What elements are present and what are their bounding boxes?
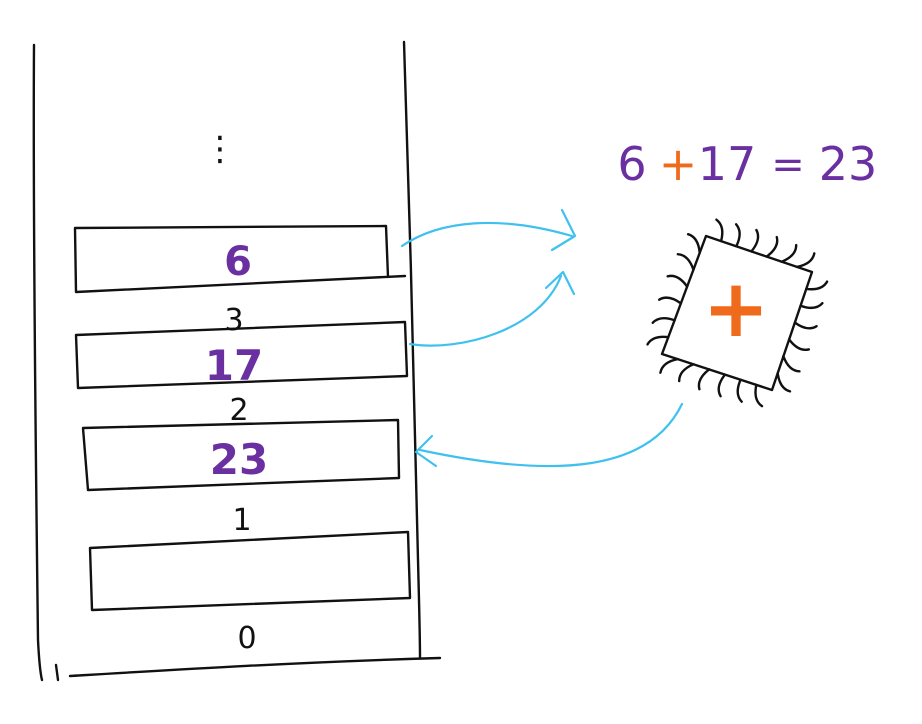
memory-inner-left-wall <box>54 663 60 682</box>
address-label: 1 <box>232 503 251 538</box>
ellipsis-label: ⋮ <box>203 129 237 169</box>
chip-pin <box>750 228 760 253</box>
chip-pin <box>697 368 711 391</box>
memory-cell-1: 23 <box>81 418 401 492</box>
cpu-chip-icon: + <box>646 218 829 408</box>
equation-result: 23 <box>819 137 878 191</box>
arrowhead-load-a <box>550 208 577 252</box>
chip-pin <box>765 235 779 258</box>
chip-pin <box>658 296 683 305</box>
chip-pin <box>776 371 792 393</box>
equation-operand-b: 17 <box>698 137 757 191</box>
chip-pin <box>686 233 701 255</box>
arrow-store-result <box>418 402 684 468</box>
chip-body <box>660 234 814 392</box>
chip-pin <box>734 223 741 248</box>
chip-pin <box>799 302 824 310</box>
chip-pin <box>787 338 810 352</box>
chip-pin <box>805 280 829 291</box>
address-labels: 3 2 1 0 <box>224 303 256 656</box>
chip-pin <box>795 252 816 269</box>
cell-box <box>88 530 412 612</box>
chip-pin <box>754 383 764 408</box>
memory-cell-3: 6 <box>73 224 407 294</box>
chip-pin <box>646 335 670 346</box>
arrow-load-a <box>400 221 574 248</box>
chip-pin <box>677 363 695 383</box>
cell-value: 6 <box>224 239 252 285</box>
address-label: 0 <box>237 621 256 656</box>
address-label: 3 <box>224 303 243 338</box>
chip-pin <box>715 218 724 243</box>
data-flow-arrows <box>400 208 684 468</box>
chip-pin <box>780 243 798 263</box>
cell-box <box>73 224 407 294</box>
cell-box <box>74 320 409 390</box>
arrowhead-load-b <box>544 270 576 296</box>
equation-equals: = <box>771 142 805 188</box>
equation-operator: + <box>659 137 698 191</box>
chip-pin <box>666 274 689 288</box>
address-label: 2 <box>229 393 248 428</box>
memory-left-wall <box>32 43 44 682</box>
memory-cell-2: 17 <box>74 320 409 390</box>
chip-pins <box>646 218 829 408</box>
cell-value: 23 <box>210 435 268 484</box>
arrow-load-b <box>408 274 563 347</box>
equation-operand-a: 6 <box>617 137 646 191</box>
chip-operator: + <box>702 262 769 355</box>
chip-pin <box>736 378 743 403</box>
chip-pin <box>659 357 679 374</box>
chip-pin <box>676 253 695 271</box>
cell-value: 17 <box>205 341 263 390</box>
chip-pin <box>717 373 727 398</box>
chip-pin <box>782 355 801 373</box>
equation: 6 + 17 = 23 <box>617 137 877 191</box>
chip-pin <box>793 321 818 330</box>
arrowhead-store-result <box>414 434 438 468</box>
cell-box <box>81 418 401 492</box>
memory-cell-0 <box>88 530 412 612</box>
chip-pin <box>651 316 676 324</box>
memory-bottom-edge <box>68 656 442 678</box>
